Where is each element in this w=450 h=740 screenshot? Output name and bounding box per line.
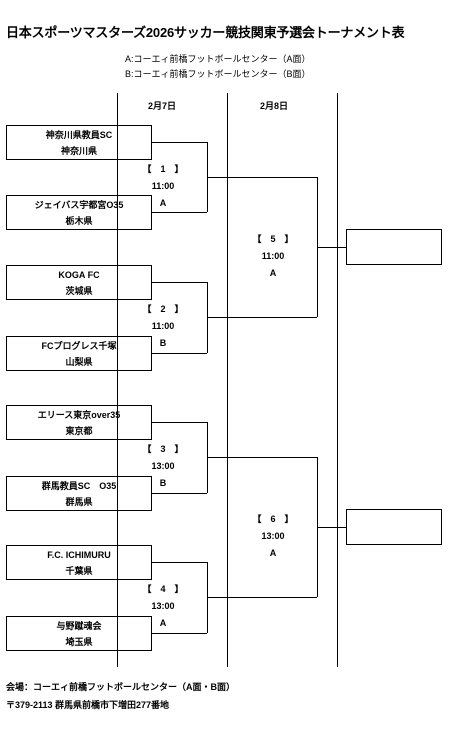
winner-box (346, 509, 442, 545)
team-prefecture: 千葉県 (65, 565, 93, 576)
match-info: 【 4 】 13:00 A (128, 581, 198, 632)
date-day2: 2月8日 (259, 101, 288, 111)
footer-address: 〒379-2113 群馬県前橋市下増田277番地 (6, 700, 170, 710)
match-number: 【 5 】 (252, 234, 294, 244)
team-box: エリース東京over35 東京都 (6, 405, 152, 440)
team-name: ジェイバス宇都宮O35 (34, 199, 124, 210)
team-name: エリース東京over35 (37, 409, 121, 420)
match-info: 【 2 】 11:00 B (128, 301, 198, 352)
team-name: 神奈川県教員SC (45, 129, 113, 140)
match-time: 11:00 (151, 321, 175, 331)
match-court: B (159, 478, 167, 488)
team-prefecture: 山梨県 (65, 356, 93, 367)
match-court: A (269, 268, 277, 278)
team-box: FCプログレス千塚 山梨県 (6, 336, 152, 371)
team-prefecture: 東京都 (65, 425, 93, 436)
team-prefecture: 栃木県 (65, 215, 93, 226)
team-prefecture: 群馬県 (65, 496, 93, 507)
team-box: ジェイバス宇都宮O35 栃木県 (6, 195, 152, 230)
match-time: 13:00 (151, 601, 175, 611)
team-name: 与野蹴魂会 (56, 620, 102, 631)
team-prefecture: 茨城県 (65, 285, 93, 296)
column-divider (337, 93, 338, 667)
match-info: 【 3 】 13:00 B (128, 441, 198, 492)
winner-box (346, 229, 442, 265)
match-number: 【 1 】 (142, 164, 184, 174)
team-box: KOGA FC 茨城県 (6, 265, 152, 300)
match-number: 【 4 】 (142, 584, 184, 594)
team-name: 群馬教員SC O35 (41, 480, 117, 491)
match-time: 11:00 (261, 251, 285, 261)
match-number: 【 2 】 (142, 304, 184, 314)
team-name: F.C. ICHIMURU (47, 549, 111, 560)
venue-a-label: A:コーエィ前橋フットボールセンター（A面） (125, 54, 311, 64)
team-prefecture: 神奈川県 (60, 145, 97, 156)
match-court: A (269, 548, 277, 558)
match-court: B (159, 338, 167, 348)
venue-b-label: B:コーエィ前橋フットボールセンター（B面） (125, 69, 311, 79)
column-divider (227, 93, 228, 667)
match-time: 11:00 (151, 181, 175, 191)
team-box: 神奈川県教員SC 神奈川県 (6, 125, 152, 160)
team-box: 群馬教員SC O35 群馬県 (6, 476, 152, 511)
team-prefecture: 埼玉県 (65, 636, 93, 647)
match-number: 【 6 】 (252, 514, 294, 524)
team-box: F.C. ICHIMURU 千葉県 (6, 545, 152, 580)
column-divider (117, 93, 118, 667)
match-time: 13:00 (261, 531, 285, 541)
match-number: 【 3 】 (142, 444, 184, 454)
team-name: FCプログレス千塚 (41, 340, 117, 351)
match-court: A (159, 618, 167, 628)
match-info: 【 5 】 11:00 A (238, 231, 308, 282)
page-title: 日本スポーツマスターズ2026サッカー競技関東予選会トーナメント表 (6, 25, 405, 40)
match-info: 【 6 】 13:00 A (238, 511, 308, 562)
team-name: KOGA FC (58, 269, 100, 280)
team-box: 与野蹴魂会 埼玉県 (6, 616, 152, 651)
date-day1: 2月7日 (147, 101, 176, 111)
match-info: 【 1 】 11:00 A (128, 161, 198, 212)
footer-venue: 会場：コーエィ前橋フットボールセンター（A面・B面） (6, 682, 236, 692)
match-court: A (159, 198, 167, 208)
match-time: 13:00 (151, 461, 175, 471)
